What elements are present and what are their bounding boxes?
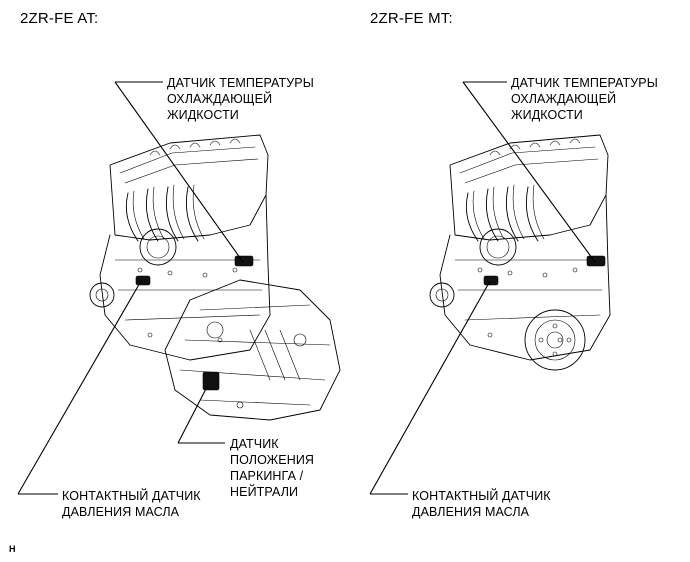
right-oil-leader [369,280,491,495]
left-engine-drawing [89,134,271,361]
left-panel-title: 2ZR-FE AT: [20,10,99,27]
park-neutral-leader [177,384,209,444]
right-coolant-temp-sensor-label: ДАТЧИК ТЕМПЕРАТУРЫ ОХЛАЖДАЮЩЕЙ ЖИДКОСТИ [511,76,658,122]
park-neutral-position-switch [202,371,220,391]
left-transaxle-drawing [164,279,341,421]
right-flywheel-drawing [524,309,586,371]
right-coolant-temp-sensor [586,255,606,267]
right-coolant-leader [462,81,596,263]
left-oil-leader [17,280,142,495]
left-oil-pressure-switch-label: КОНТАКТНЫЙ ДАТЧИК ДАВЛЕНИЯ МАСЛА [62,489,201,519]
left-coolant-temp-sensor-label: ДАТЧИК ТЕМПЕРАТУРЫ ОХЛАЖДАЮЩЕЙ ЖИДКОСТИ [167,76,314,122]
park-neutral-position-switch-label: ДАТЧИК ПОЛОЖЕНИЯ ПАРКИНГА / НЕЙТРАЛИ [230,437,315,499]
left-oil-pressure-switch [135,275,151,286]
left-coolant-temp-sensor [234,255,254,267]
footer-code: H [9,544,16,554]
right-engine-drawing [429,134,611,361]
right-oil-pressure-switch-label: КОНТАКТНЫЙ ДАТЧИК ДАВЛЕНИЯ МАСЛА [412,489,551,519]
right-oil-pressure-switch [483,275,499,286]
right-panel-title: 2ZR-FE MT: [370,10,453,27]
left-coolant-leader [114,81,244,263]
